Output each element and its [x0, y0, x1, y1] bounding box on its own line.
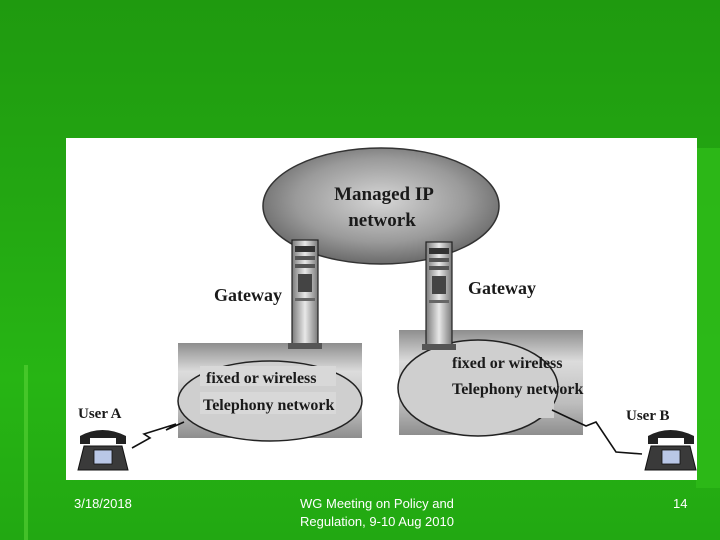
left-accent-bar: [24, 365, 28, 540]
right-telephony-network: fixed or wireless Telephony network: [397, 330, 584, 437]
footer-date: 3/18/2018: [74, 496, 132, 511]
network-diagram-figure: Managed IP network fixed or wireless Tel…: [66, 138, 697, 480]
network-diagram: Managed IP network fixed or wireless Tel…: [77, 147, 697, 471]
user-a-group: User A: [77, 406, 185, 471]
user-a-label: User A: [78, 406, 122, 422]
right-accent-bar: [696, 148, 720, 488]
lightning-link-icon: [551, 409, 643, 455]
gateway-server-icon: Gateway: [422, 241, 536, 350]
footer-title: WG Meeting on Policy and Regulation, 9-1…: [300, 496, 454, 529]
lightning-link-icon: [131, 421, 185, 449]
user-b-group: User B: [551, 408, 697, 471]
gateway-left-label: Gateway: [214, 285, 282, 305]
cloud-label-line2: network: [348, 210, 416, 231]
managed-ip-network-cloud: Managed IP network: [262, 147, 500, 265]
right-network-label-line1: fixed or wireless: [452, 355, 563, 372]
footer-page-number: 14: [673, 496, 688, 511]
telephone-icon: [644, 430, 697, 471]
right-network-label-line2: Telephony network: [452, 381, 584, 398]
user-b-label: User B: [626, 408, 669, 424]
gateway-server-icon: Gateway: [214, 239, 322, 349]
left-network-label-line1: fixed or wireless: [206, 370, 317, 387]
left-network-label-line2: Telephony network: [203, 397, 335, 414]
telephone-icon: [77, 430, 129, 471]
cloud-label-line1: Managed IP: [334, 184, 434, 205]
gateway-right-label: Gateway: [468, 278, 536, 298]
left-telephony-network: fixed or wireless Telephony network: [177, 343, 363, 442]
